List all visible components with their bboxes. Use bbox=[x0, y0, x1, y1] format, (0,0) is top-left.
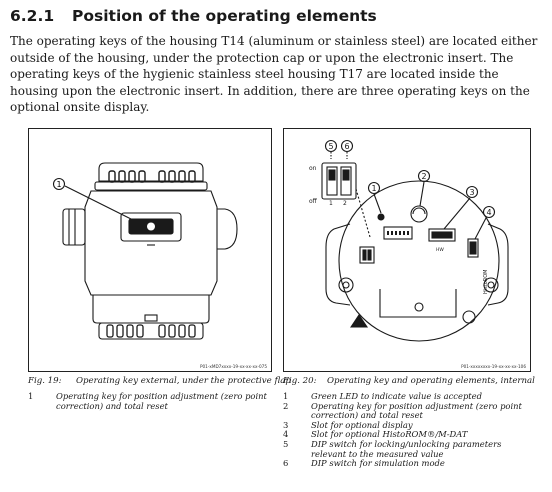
legend-number: 1 bbox=[283, 391, 289, 401]
switch-pos-1: 1 bbox=[329, 200, 333, 207]
legend-number: 2 bbox=[283, 400, 289, 411]
legend-text: Slot for optional display bbox=[311, 419, 413, 430]
legend-item: 2 Operating key for position adjustment … bbox=[283, 400, 535, 421]
hw-label: HW bbox=[436, 247, 444, 253]
legend-item: 1 Green LED to indicate value is accepte… bbox=[283, 391, 535, 402]
legend-item: 4 Slot for optional HistoROM®/M-DAT bbox=[283, 430, 535, 440]
legend-number: 6 bbox=[283, 458, 289, 469]
fig19-legend: 1 Operating key for position adjustment … bbox=[28, 391, 268, 411]
fig20-callout-1: 1 bbox=[371, 184, 376, 193]
legend-text: DIP switch for simulation mode bbox=[311, 458, 445, 469]
fig19-caption: Fig. 19: Operating key external, under th… bbox=[28, 376, 291, 386]
fig20-caption: Fig. 20: Operating key and operating elem… bbox=[283, 376, 535, 386]
fig20-caption-number: Fig. 20: bbox=[283, 376, 317, 386]
fig19-ref-code: P01-xMD7xxxx-19-xx-xx-xx-075 bbox=[199, 364, 267, 369]
electronic-insert-drawing: 5 6 1 2 3 4 on off 1 2 HW HistoROM bbox=[309, 139, 509, 342]
legend-item: 1 Operating key for position adjustment … bbox=[28, 391, 268, 411]
legend-number: 1 bbox=[28, 391, 34, 401]
histo-label: HistoROM bbox=[483, 270, 489, 295]
section-heading: 6.2.1 Position of the operating elements bbox=[10, 7, 377, 25]
fig20-callout-2: 2 bbox=[421, 172, 426, 181]
figure-19-frame: 1 P01-xMD7xxxx-19-xx-xx-xx-075 bbox=[28, 128, 272, 372]
legend-number: 5 bbox=[283, 438, 289, 449]
fig20-callout-3: 3 bbox=[469, 188, 474, 197]
switch-off-label: off bbox=[309, 198, 318, 205]
legend-item: 6 DIP switch for simulation mode bbox=[283, 459, 535, 469]
fig20-callout-5: 5 bbox=[328, 142, 333, 151]
fig20-callout-4: 4 bbox=[486, 208, 491, 217]
switch-pos-2: 2 bbox=[343, 200, 347, 207]
legend-item: 5 DIP switch for locking/unlocking param… bbox=[283, 438, 535, 459]
section-number: 6.2.1 bbox=[10, 7, 55, 25]
fig20-ref-code: P01-xxxxxxxx-19-xx-xx-xx-106 bbox=[461, 364, 526, 369]
section-title: Position of the operating elements bbox=[72, 7, 377, 25]
legend-text: Operating key for position adjustment (z… bbox=[311, 400, 522, 421]
switch-on-label: on bbox=[309, 165, 317, 172]
legend-text: Operating key for position adjustment (z… bbox=[56, 391, 267, 411]
intro-paragraph: The operating keys of the housing T14 (a… bbox=[10, 34, 538, 115]
fig20-callout-6: 6 bbox=[344, 142, 349, 151]
fig20-caption-text: Operating key and operating elements, in… bbox=[327, 376, 535, 386]
fig19-caption-text: Operating key external, under the protec… bbox=[76, 376, 291, 386]
legend-item: 3 Slot for optional display bbox=[283, 419, 535, 431]
housing-drawing: 1 bbox=[52, 162, 238, 340]
legend-text: Green LED to indicate value is accepted bbox=[311, 391, 482, 401]
figure-20-frame: 5 6 1 2 3 4 on off 1 2 HW HistoROM P01-x… bbox=[283, 128, 531, 372]
fig19-caption-number: Fig. 19: bbox=[28, 376, 62, 386]
legend-text: DIP switch for locking/unlocking paramet… bbox=[311, 438, 502, 459]
legend-number: 4 bbox=[283, 429, 289, 440]
fig20-legend: 1 Green LED to indicate value is accepte… bbox=[283, 391, 535, 469]
legend-text: Slot for optional HistoROM®/M-DAT bbox=[311, 429, 468, 440]
legend-number: 3 bbox=[283, 419, 289, 430]
fig19-callout-1: 1 bbox=[56, 180, 61, 189]
